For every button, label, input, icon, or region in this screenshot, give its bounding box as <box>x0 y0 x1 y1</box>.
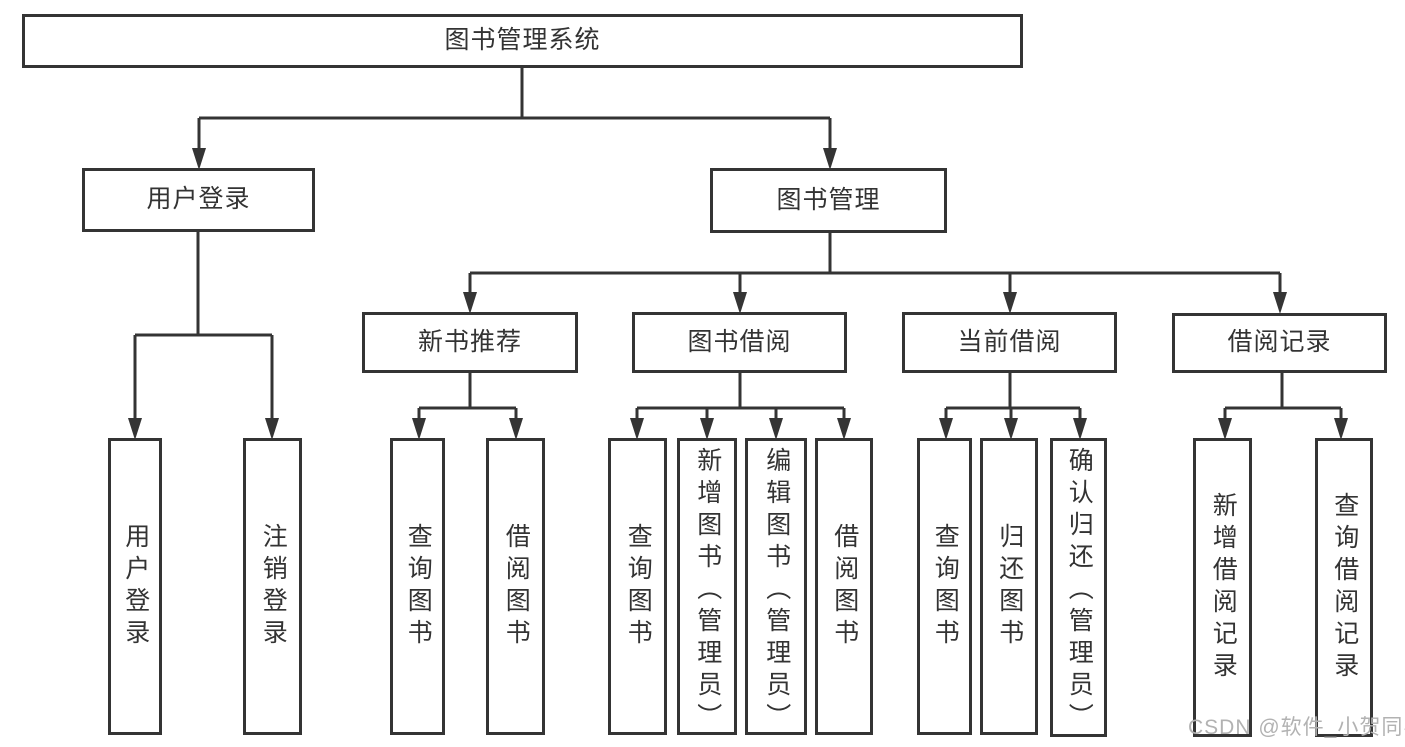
leaf-user-login-label: 用户登录 <box>121 522 150 651</box>
leaf-borrowing-query-books-label: 查询图书 <box>624 522 653 651</box>
node-user-login-label: 用户登录 <box>146 185 251 214</box>
leaf-add-book-admin-label: 新增图书（管理员） <box>693 447 722 735</box>
node-borrow-records: 借阅记录 <box>1172 313 1387 373</box>
node-user-login: 用户登录 <box>82 168 315 232</box>
leaf-add-borrow-record-label: 新增借阅记录 <box>1209 491 1238 684</box>
node-new-book-recommend-label: 新书推荐 <box>417 327 522 356</box>
leaf-logout: 注销登录 <box>243 438 302 735</box>
leaf-confirm-return-admin-label: 确认归还（管理员） <box>1065 447 1094 735</box>
leaf-query-borrow-record: 查询借阅记录 <box>1315 438 1373 737</box>
node-current-borrowing-label: 当前借阅 <box>957 327 1062 356</box>
node-root-label: 图书管理系统 <box>444 26 601 55</box>
leaf-return-book-label: 归还图书 <box>995 522 1024 651</box>
leaf-confirm-return-admin: 确认归还（管理员） <box>1050 438 1107 737</box>
leaf-recommend-borrow-books: 借阅图书 <box>486 438 545 735</box>
leaf-current-query-books-label: 查询图书 <box>931 522 960 651</box>
node-new-book-recommend: 新书推荐 <box>362 312 578 373</box>
leaf-edit-book-admin-label: 编辑图书（管理员） <box>762 447 791 735</box>
leaf-add-borrow-record: 新增借阅记录 <box>1193 438 1252 737</box>
leaf-user-login: 用户登录 <box>108 438 162 735</box>
leaf-recommend-borrow-books-label: 借阅图书 <box>502 522 531 651</box>
node-current-borrowing: 当前借阅 <box>902 312 1117 373</box>
arrowhead-icons <box>128 148 1348 440</box>
node-book-management-label: 图书管理 <box>776 185 881 214</box>
leaf-borrowing-query-books: 查询图书 <box>608 438 667 735</box>
node-book-borrowing-label: 图书借阅 <box>687 327 792 356</box>
node-root: 图书管理系统 <box>22 14 1023 68</box>
csdn-watermark: CSDN @软件_小贺同学 <box>1188 716 1405 739</box>
leaf-add-book-admin: 新增图书（管理员） <box>677 438 737 735</box>
node-book-management: 图书管理 <box>710 168 947 233</box>
leaf-recommend-query-books: 查询图书 <box>390 438 445 735</box>
node-book-borrowing: 图书借阅 <box>632 312 847 373</box>
leaf-edit-book-admin: 编辑图书（管理员） <box>745 438 807 735</box>
leaf-borrowing-borrow-books-label: 借阅图书 <box>830 522 859 651</box>
node-borrow-records-label: 借阅记录 <box>1227 328 1332 357</box>
leaf-logout-label: 注销登录 <box>259 522 288 651</box>
leaf-borrowing-borrow-books: 借阅图书 <box>815 438 873 735</box>
leaf-current-query-books: 查询图书 <box>917 438 972 735</box>
leaf-query-borrow-record-label: 查询借阅记录 <box>1330 491 1359 684</box>
leaf-recommend-query-books-label: 查询图书 <box>404 522 433 651</box>
leaf-return-book: 归还图书 <box>980 438 1038 735</box>
